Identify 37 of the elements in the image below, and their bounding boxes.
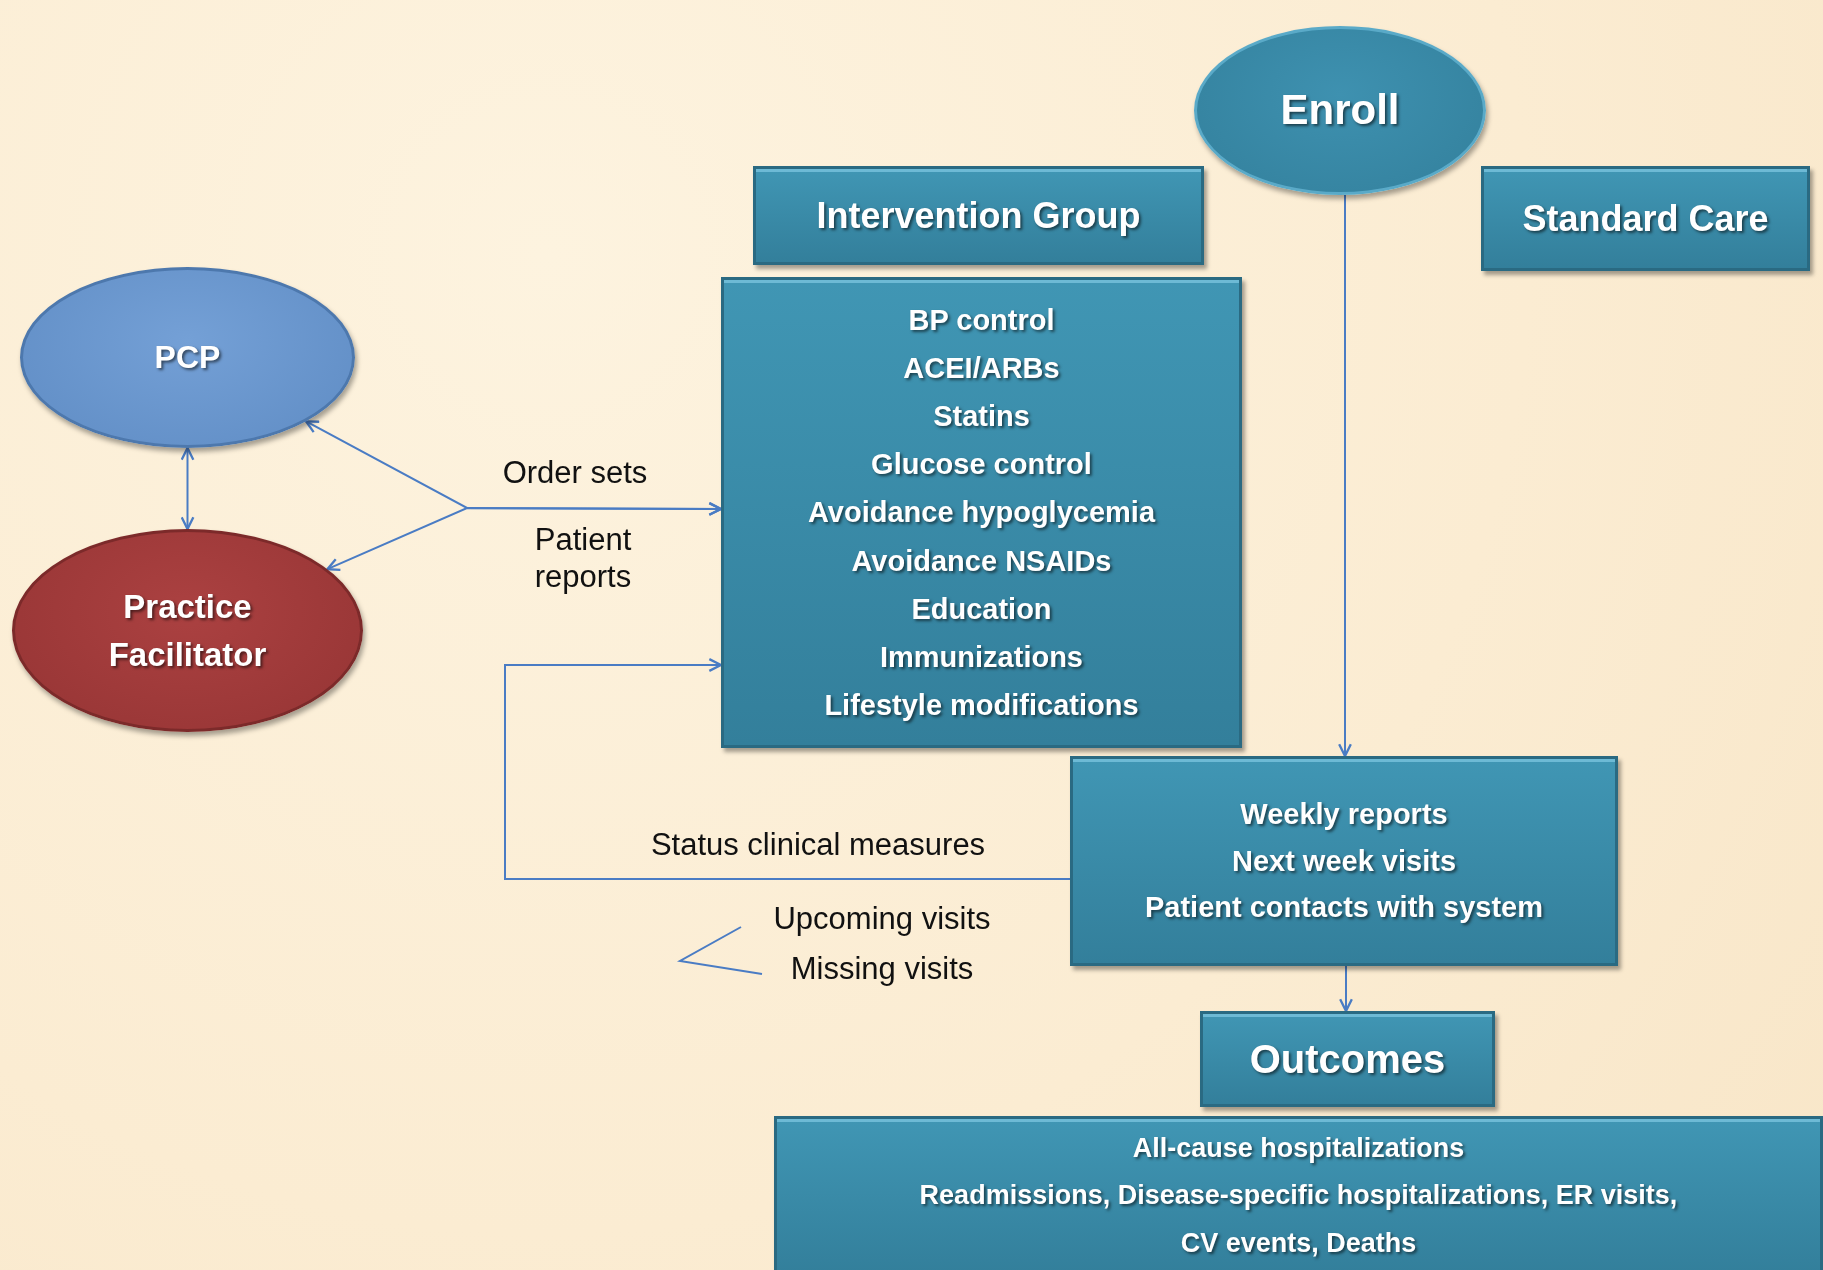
node-text: Readmissions, Disease-specific hospitalizations, ER visits, [919,1179,1678,1213]
annotation-text: Order sets [502,454,648,492]
node-text: Outcomes [1249,1037,1446,1081]
node-text: Patient contacts with system [1144,890,1544,926]
node-text: Lifestyle modifications [824,687,1139,723]
process-box [1481,166,1810,271]
annotation-text: Upcoming visits [773,900,991,938]
process-box [1070,756,1618,966]
node-text: CV events, Deaths [1180,1226,1417,1260]
node-text: Next week visits [1231,843,1457,879]
annotation-text: Patient reports [533,520,633,596]
process-box [1200,1011,1495,1107]
node-text: Statins [933,399,1030,435]
node-text: All-cause hospitalizations [1132,1132,1465,1166]
node-text: Immunizations [880,639,1083,675]
node-text: Glucose control [871,447,1092,483]
node-text: Practice Facilitator [107,586,268,675]
arrow [326,501,723,571]
node-text: Intervention Group [816,195,1141,236]
node-text: Enroll [1280,87,1400,134]
arrow [180,446,195,531]
node-text: PCP [154,339,221,376]
process-box [753,166,1204,265]
node-text: Avoidance NSAIDs [851,543,1112,579]
node-text: BP control [908,302,1055,338]
node-text: Education [911,591,1052,627]
arrow [1338,193,1352,758]
node-text: ACEI/ARBs [903,351,1060,387]
annotation-text: Missing visits [790,950,974,988]
process-box [774,1116,1823,1270]
node-text: Standard Care [1522,198,1769,239]
arrow [504,658,1071,880]
node-text: Weekly reports [1240,796,1448,832]
node-text: Avoidance hypoglycemia [807,495,1155,531]
arrow [1339,965,1353,1013]
edge-label: Status clinical measures [650,826,986,864]
process-box [721,277,1242,748]
